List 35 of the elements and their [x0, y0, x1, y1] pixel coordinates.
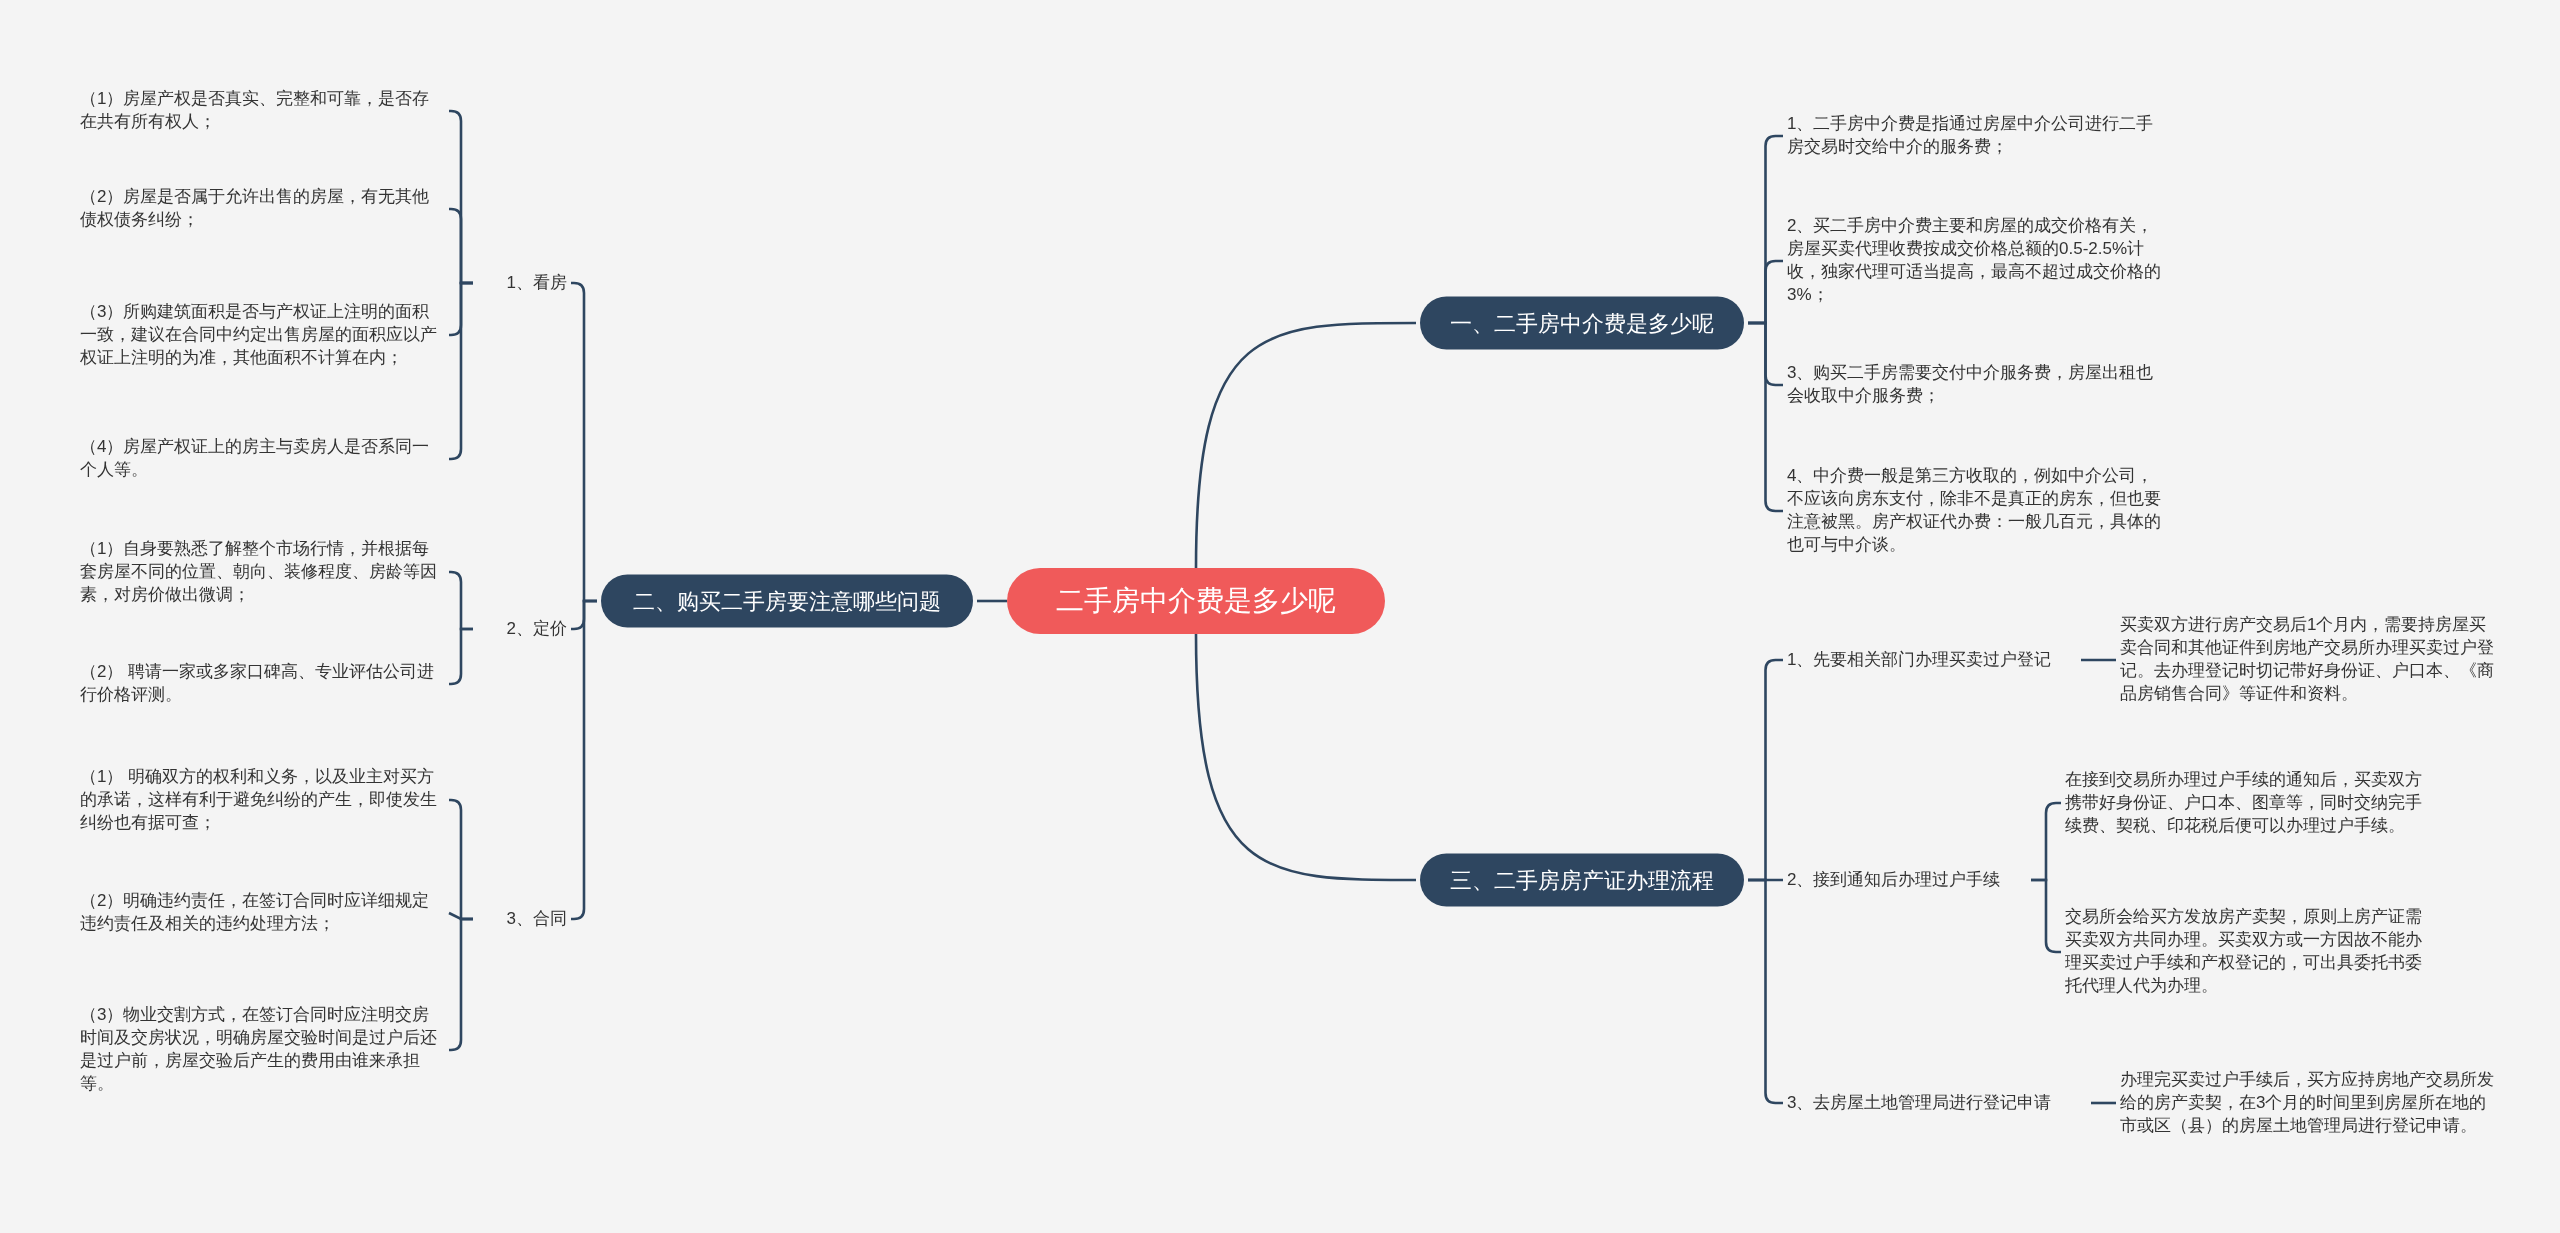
leaf-text: （2） 聘请一家或多家口碑高、专业评估公司进行价格评测。 — [80, 661, 445, 707]
leaf-text: 4、中介费一般是第三方收取的，例如中介公司，不应该向房东支付，除非不是真正的房东，但也要注意被黑。房产权证代办费：一般几百元，具体的也可与中介谈。 — [1787, 465, 2167, 557]
leaf-text: 2、买二手房中介费主要和房屋的成交价格有关，房屋买卖代理收费按成交价格总额的0.5-2.5%计收，独家代理可适当提高，最高不超过成交价格的3%； — [1787, 215, 2167, 307]
subtopic-text: 3、合同 — [477, 907, 567, 931]
leaf-text: 办理完买卖过户手续后，买方应持房地产交易所发给的房产卖契，在3个月的时间里到房屋所在地的市或区（县）的房屋土地管理局进行登记申请。 — [2120, 1068, 2495, 1138]
branch-topic: 二、购买二手房要注意哪些问题 — [601, 574, 973, 628]
connector-line — [1194, 633, 1416, 882]
subtopic-text: 1、看房 — [477, 271, 567, 295]
leaf-text: （2）房屋是否属于允许出售的房屋，有无其他债权债务纠纷； — [80, 186, 445, 232]
leaf-text: 交易所会给买方发放房产卖契，原则上房产证需买卖双方共同办理。买卖双方或一方因故不能办理买卖过户手续和产权登记的，可出具委托书委托代理人代为办理。 — [2065, 906, 2435, 998]
connector-line — [449, 281, 473, 461]
connector-line — [1194, 321, 1416, 569]
branch-topic: 三、二手房房产证办理流程 — [1420, 853, 1744, 907]
leaf-text: 在接到交易所办理过户手续的通知后，买卖双方携带好身份证、户口本、图章等，同时交纳完手续费、契税、印花税后便可以办理过户手续。 — [2065, 768, 2435, 838]
subtopic-text: 2、接到通知后办理过户手续 — [1787, 868, 2027, 892]
connector-line — [449, 917, 473, 1052]
branch-topic: 一、二手房中介费是多少呢 — [1420, 296, 1744, 350]
subtopic-text: 1、先要相关部门办理买卖过户登记 — [1787, 648, 2077, 672]
subtopic-text: 3、去房屋土地管理局进行登记申请 — [1787, 1091, 2087, 1115]
connector-line — [977, 599, 1007, 603]
leaf-text: （2）明确违约责任，在签订合同时应详细规定违约责任及相关的违约处理方法； — [80, 890, 445, 936]
leaf-text: （3）物业交割方式，在签订合同时应注明交房时间及交房状况，明确房屋交验时间是过户后还是过户前，房屋交验后产生的费用由谁来承担等。 — [80, 1004, 445, 1096]
connector-line — [2091, 1101, 2116, 1105]
subtopic-text: 2、定价 — [477, 617, 567, 641]
leaf-text: （3）所购建筑面积是否与产权证上注明的面积一致，建议在合同中约定出售房屋的面积应以产权证上注明的为准，其他面积不计算在内； — [80, 300, 445, 370]
connector-line — [449, 627, 473, 686]
leaf-text: 3、购买二手房需要交付中介服务费，房屋出租也会收取中介服务费； — [1787, 362, 2167, 408]
leaf-text: （1） 明确双方的权利和义务，以及业主对买方的承诺，这样有利于避免纠纷的产生，即使发生纠纷也有据可查； — [80, 765, 445, 835]
connector-line — [2081, 658, 2116, 662]
leaf-text: （1）房屋产权是否真实、完整和可靠，是否存在共有所有权人； — [80, 88, 445, 134]
leaf-text: 买卖双方进行房产交易后1个月内，需要持房屋买卖合同和其他证件到房地产交易所办理买卖过户登记。去办理登记时切记带好身份证、户口本、《商品房销售合同》等证件和资料。 — [2120, 614, 2495, 706]
leaf-text: （1）自身要熟悉了解整个市场行情，并根据每套房屋不同的位置、朝向、装修程度、房龄等因素，对房价做出微调； — [80, 537, 445, 607]
central-topic: 二手房中介费是多少呢 — [1007, 568, 1385, 634]
leaf-text: （4）房屋产权证上的房主与卖房人是否系同一个人等。 — [80, 436, 445, 482]
leaf-text: 1、二手房中介费是指通过房屋中介公司进行二手房交易时交给中介的服务费； — [1787, 113, 2167, 159]
